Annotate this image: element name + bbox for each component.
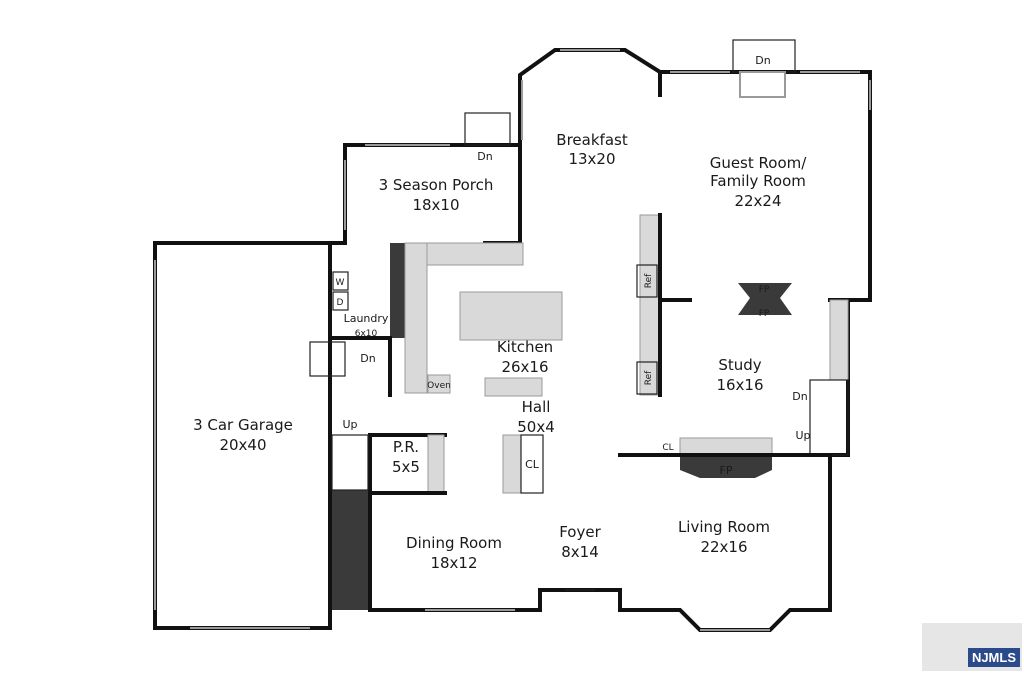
kitchen-island	[459, 291, 563, 341]
garage-wall-block	[331, 490, 369, 610]
study-dn-label: Dn	[792, 390, 807, 403]
guest-name-1: Guest Room/	[710, 154, 808, 172]
laundry-steps	[309, 341, 346, 377]
guest-size: 22x24	[734, 192, 781, 210]
closet	[520, 434, 544, 494]
pr-size: 5x5	[392, 458, 420, 476]
dining-wall	[368, 453, 832, 632]
fp-upper-label-2: FP	[759, 309, 770, 319]
kitchen-name: Kitchen	[497, 338, 553, 356]
fp-upper-label: FP	[759, 285, 770, 295]
garage-up-label: Up	[342, 418, 357, 431]
study-size: 16x16	[716, 376, 763, 394]
porch-name: 3 Season Porch	[379, 176, 494, 194]
foyer-size: 8x14	[561, 543, 599, 561]
mls-logo-text: NJMLS	[967, 648, 1020, 667]
dining-name: Dining Room	[406, 534, 502, 552]
kitchen-bar	[484, 377, 543, 397]
porch-size: 18x10	[412, 196, 459, 214]
guest-door	[739, 71, 786, 98]
kitchen-wall-block	[390, 243, 406, 338]
dining-size: 18x12	[430, 554, 477, 572]
hall-size: 50x4	[517, 418, 555, 436]
washer-label: W	[336, 278, 345, 288]
oven-cabinet	[427, 374, 451, 394]
living-name: Living Room	[678, 518, 770, 536]
ref-upper-label: Ref	[644, 273, 654, 288]
dryer	[332, 291, 349, 311]
fireplace-lower	[680, 455, 772, 478]
pr-name: P.R.	[393, 438, 419, 456]
breakfast-size: 13x20	[568, 150, 615, 168]
porch-steps	[464, 112, 511, 146]
laundry-name: Laundry	[344, 312, 389, 325]
fireplace-upper	[738, 283, 792, 315]
study-name: Study	[718, 356, 761, 374]
breakfast-name: Breakfast	[556, 131, 628, 149]
kitchen-size: 26x16	[501, 358, 548, 376]
guest-name-2: Family Room	[710, 172, 806, 190]
laundry-dn-label: Dn	[360, 352, 375, 365]
ref-box-upper	[636, 264, 658, 298]
laundry-size: 6x10	[355, 329, 378, 339]
study-up-label: Up	[795, 429, 810, 442]
closet-label: CL	[525, 458, 540, 471]
fp-lower-label: FP	[720, 464, 733, 477]
dryer-label: D	[337, 298, 344, 308]
kitchen-counter-left	[404, 242, 428, 394]
hall-name: Hall	[522, 398, 551, 416]
oven-label: Oven	[427, 381, 451, 391]
porch-dn-label: Dn	[477, 150, 492, 163]
living-closet-label: CL	[662, 443, 673, 453]
foyer-name: Foyer	[559, 523, 601, 541]
washer	[332, 271, 349, 291]
garage-size: 20x40	[219, 436, 266, 454]
guest-dn-label: Dn	[755, 54, 770, 67]
living-size: 22x16	[700, 538, 747, 556]
ref-box-lower	[636, 361, 658, 395]
garage-name: 3 Car Garage	[193, 416, 293, 434]
ref-lower-label: Ref	[644, 370, 654, 385]
garage-stairs	[331, 434, 369, 491]
